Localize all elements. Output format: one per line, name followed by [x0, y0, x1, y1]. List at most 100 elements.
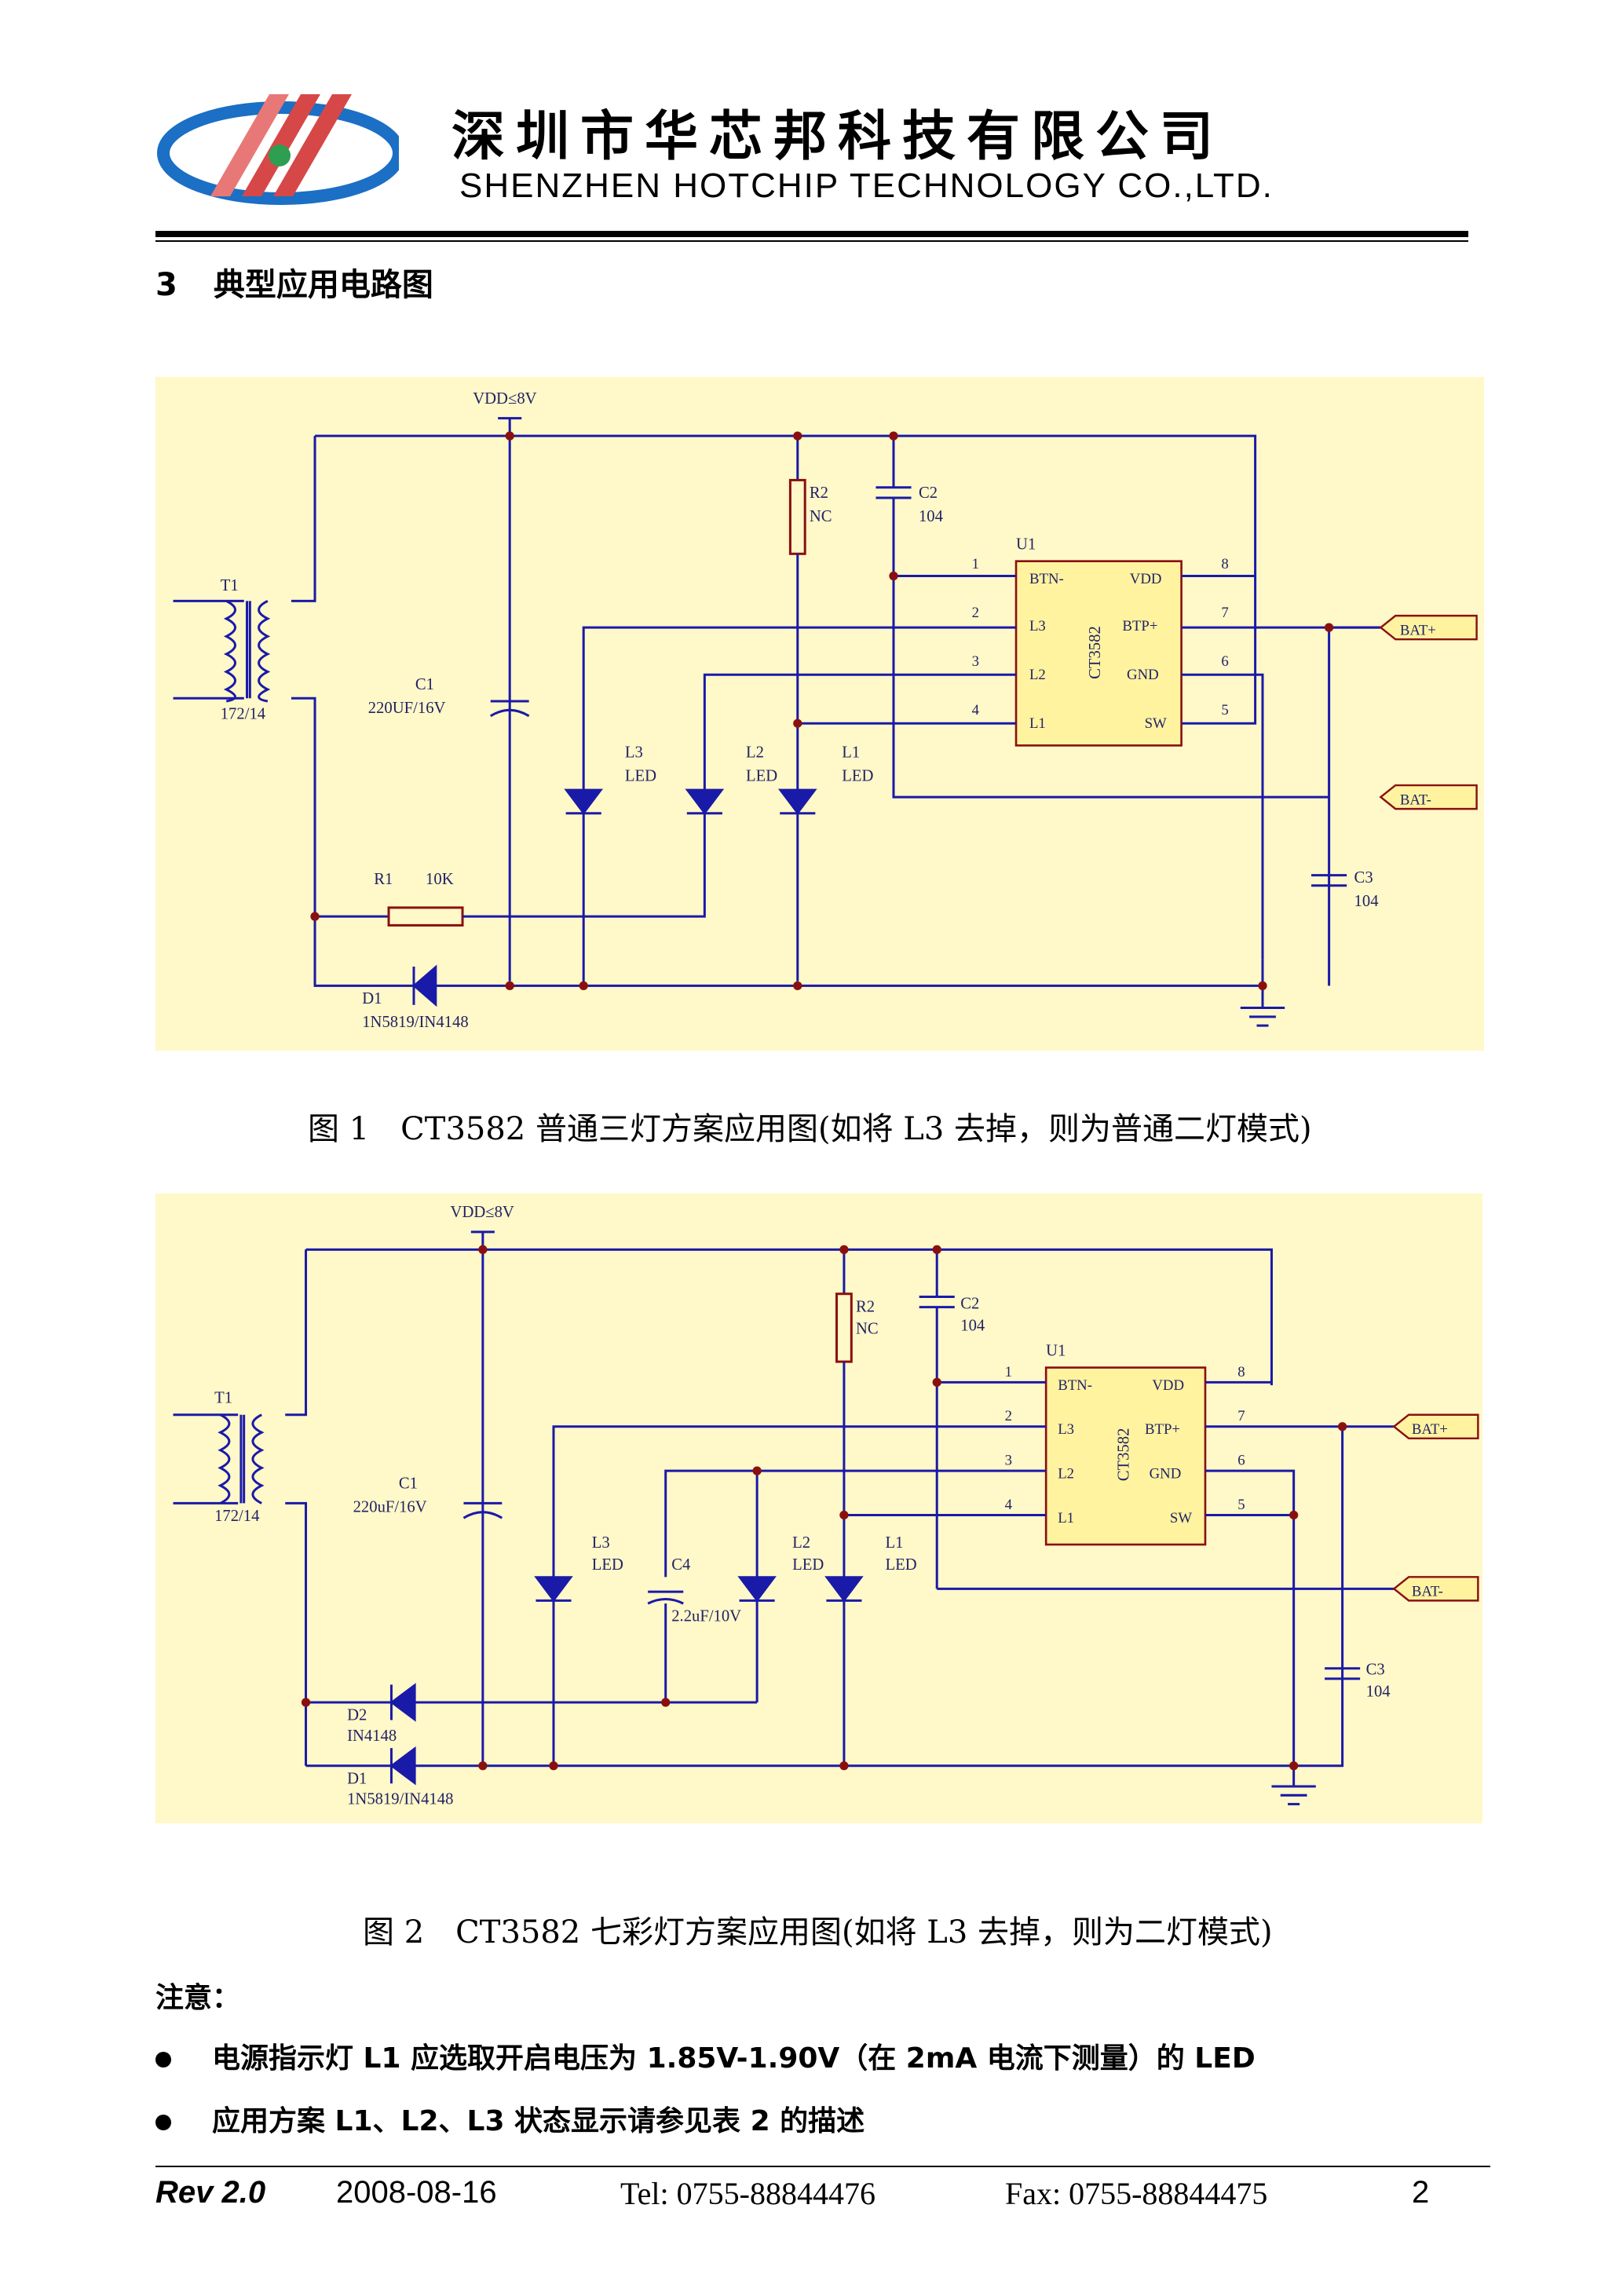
pin-btp-label: BTP+ [1122, 618, 1157, 634]
pin-num-4-2: 4 [1005, 1497, 1013, 1513]
l2-type: LED [746, 767, 777, 784]
note-item-1: 电源指示灯 L1 应选取开启电压为 1.85V-1.90V（在 2mA 电流下测… [155, 2035, 1256, 2076]
d1-value-2: 1N5819/IN4148 [347, 1791, 453, 1808]
company-logo [155, 79, 405, 220]
l1-label: L1 [842, 744, 860, 761]
pin-gnd-label-2: GND [1150, 1465, 1182, 1482]
l2-type-2: LED [792, 1556, 824, 1574]
bullet-icon [155, 2052, 171, 2067]
pin-sw-label-2: SW [1170, 1510, 1192, 1526]
l3-label: L3 [625, 744, 643, 761]
vdd-label: VDD≤8V [473, 390, 536, 408]
t1-label-2: T1 [214, 1390, 232, 1407]
r1-label: R1 [374, 871, 393, 888]
c3-value-2: 104 [1366, 1683, 1391, 1700]
section-title: 典型应用电路图 [213, 267, 433, 303]
c1-value-2: 220uF/16V [353, 1499, 427, 1516]
note-item-2: 应用方案 L1、L2、L3 状态显示请参见表 2 的描述 [155, 2098, 865, 2139]
r2-value: NC [810, 508, 832, 525]
c2-label-2: C2 [960, 1295, 979, 1312]
page-number: 2 [1412, 2175, 1430, 2210]
pin-num-5-2: 5 [1237, 1497, 1245, 1513]
l3-type-2: LED [592, 1556, 623, 1574]
l2-label-2: L2 [792, 1534, 810, 1552]
pin-num-1-2: 1 [1005, 1364, 1012, 1380]
pin-l1-label-2: L1 [1058, 1510, 1074, 1526]
c3-label-2: C3 [1366, 1661, 1385, 1678]
c1-label: C1 [415, 676, 434, 693]
r2-label: R2 [810, 484, 828, 502]
pin-num-7: 7 [1221, 605, 1228, 621]
pin-l2-label: L2 [1029, 667, 1046, 683]
c2-value-2: 104 [960, 1318, 985, 1335]
c2-value: 104 [919, 508, 943, 525]
bullet-icon [155, 2115, 171, 2130]
d2-label-2: D2 [347, 1707, 367, 1724]
chip-name: CT3582 [1087, 626, 1104, 679]
note-text-2: 应用方案 L1、L2、L3 状态显示请参见表 2 的描述 [212, 2105, 865, 2137]
pin-num-7-2: 7 [1237, 1408, 1245, 1424]
pin-l3-label: L3 [1029, 618, 1046, 634]
l3-type: LED [625, 767, 656, 784]
pin-num-3-2: 3 [1005, 1453, 1012, 1469]
footer-rule [155, 2166, 1490, 2167]
footer-revision: Rev 2.0 [155, 2175, 266, 2210]
bat-pos-tag-2: BAT+ [1412, 1421, 1448, 1438]
chip-name-2: CT3582 [1115, 1428, 1132, 1482]
bat-neg-tag: BAT- [1400, 792, 1431, 808]
pin-num-8-2: 8 [1237, 1364, 1245, 1380]
r2-value-2: NC [856, 1320, 879, 1337]
pin-num-2: 2 [972, 605, 979, 621]
d2-value-2: IN4148 [347, 1727, 397, 1745]
pin-sw-label: SW [1145, 715, 1167, 732]
pin-num-2-2: 2 [1005, 1408, 1012, 1424]
footer-tel: Tel: 0755-88844476 [620, 2176, 875, 2211]
u1-label: U1 [1016, 536, 1036, 554]
d1-label: D1 [362, 990, 382, 1007]
section-number: 3 [155, 267, 177, 303]
company-name-cn: 深圳市华芯邦科技有限公司 [451, 105, 1225, 168]
c1-label-2: C1 [399, 1475, 418, 1493]
l2-label: L2 [746, 744, 764, 761]
page-footer: Rev 2.0 2008-08-16 Tel: 0755-88844476 Fa… [155, 2175, 1490, 2222]
pin-num-6-2: 6 [1237, 1453, 1245, 1469]
bat-pos-tag: BAT+ [1400, 623, 1436, 639]
d1-label-2: D1 [347, 1770, 367, 1787]
pin-gnd-label: GND [1127, 667, 1159, 683]
bat-neg-tag-2: BAT- [1412, 1584, 1443, 1600]
pin-btn-label-2: BTN- [1058, 1377, 1092, 1394]
c4-value-2: 2.2uF/10V [671, 1608, 741, 1625]
l1-type: LED [842, 767, 873, 784]
pin-vdd-label: VDD [1130, 571, 1162, 587]
c3-value: 104 [1354, 893, 1379, 910]
section-heading: 3 典型应用电路图 [155, 259, 433, 305]
company-name-en: SHENZHEN HOTCHIP TECHNOLOGY CO.,LTD. [459, 166, 1274, 205]
figure-1-schematic: VDD≤8V T1 172/14 C1 220UF/16V R2 NC C2 1… [155, 377, 1484, 1051]
header-rule-thin [155, 240, 1468, 242]
pin-l3-label-2: L3 [1058, 1421, 1074, 1438]
c4-label-2: C4 [671, 1556, 690, 1574]
l1-label-2: L1 [886, 1534, 904, 1552]
vdd-label-2: VDD≤8V [451, 1204, 514, 1221]
figure-1-caption: 图 1 CT3582 普通三灯方案应用图(如将 L3 去掉，则为普通二灯模式) [308, 1111, 1312, 1147]
r1-value: 10K [426, 871, 454, 888]
c1-value: 220UF/16V [368, 700, 446, 717]
figure-2-caption: 图 2 CT3582 七彩灯方案应用图(如将 L3 去掉，则为二灯模式) [363, 1914, 1273, 1951]
note-text-1: 电源指示灯 L1 应选取开启电压为 1.85V-1.90V（在 2mA 电流下测… [212, 2042, 1256, 2075]
t1-value: 172/14 [221, 706, 265, 723]
notes-title: 注意： [155, 1982, 241, 2014]
u1-label-2: U1 [1046, 1343, 1066, 1360]
footer-date: 2008-08-16 [336, 2175, 497, 2210]
d1-value: 1N5819/IN4148 [362, 1014, 468, 1031]
pin-num-8: 8 [1221, 556, 1228, 572]
l1-type-2: LED [886, 1556, 917, 1574]
header-rule [155, 231, 1468, 237]
l3-label-2: L3 [592, 1534, 610, 1552]
pin-vdd-label-2: VDD [1152, 1377, 1184, 1394]
logo-icon [157, 94, 405, 205]
footer-fax: Fax: 0755-88844475 [1005, 2176, 1268, 2211]
t1-value-2: 172/14 [214, 1508, 259, 1525]
pin-num-6: 6 [1221, 653, 1228, 670]
c2-label: C2 [919, 484, 938, 502]
pin-num-4: 4 [972, 702, 980, 718]
